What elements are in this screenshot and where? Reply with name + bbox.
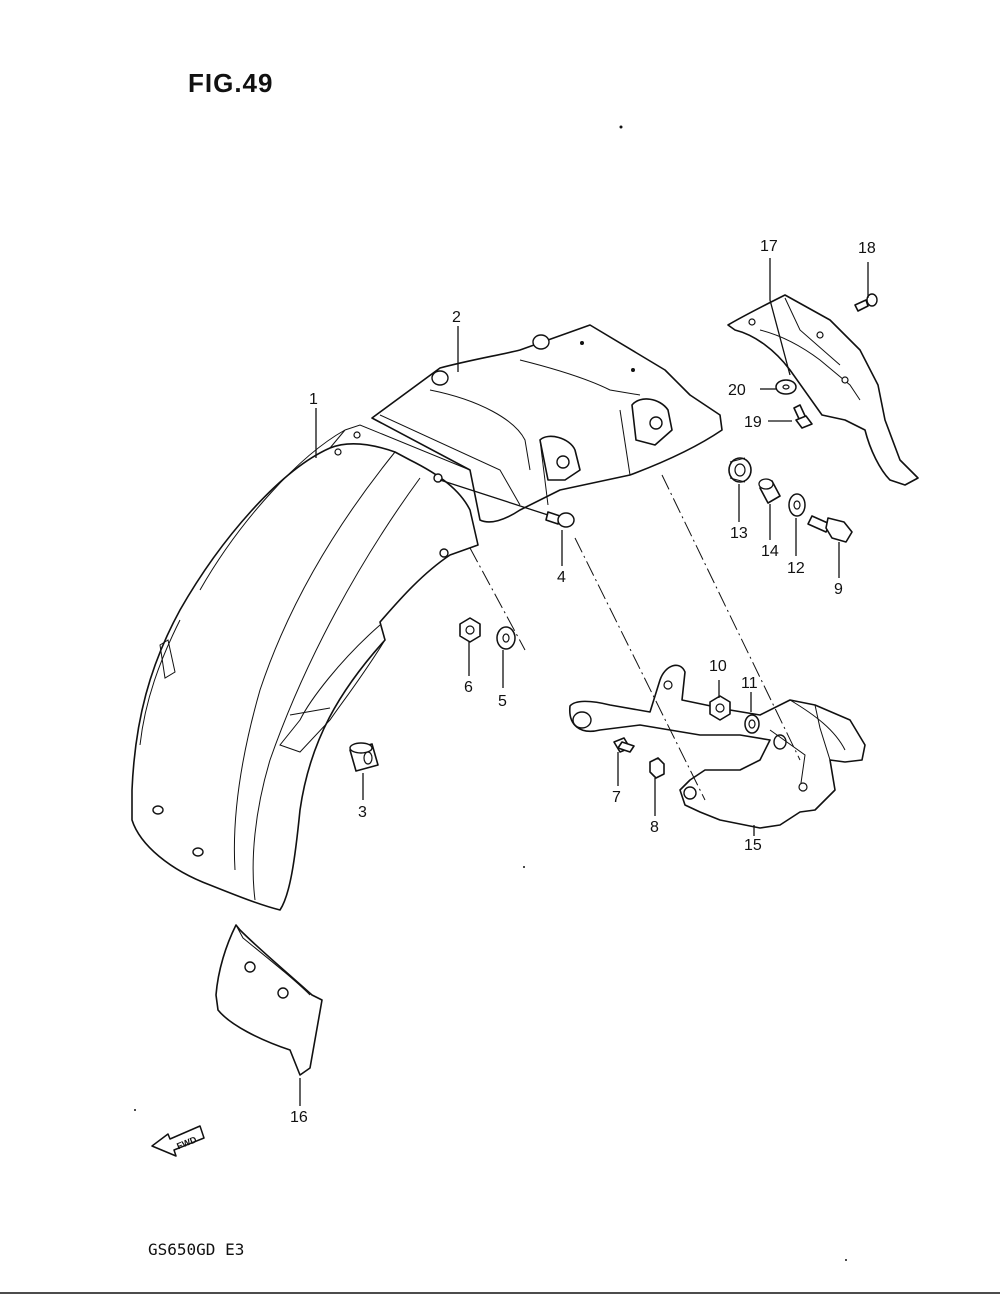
- callout-15: 15: [744, 837, 762, 854]
- screw-4: [545, 511, 575, 528]
- model-code: GS650GD E3: [148, 1240, 245, 1259]
- spacer-collar: [349, 742, 379, 772]
- rear-fender: [131, 424, 481, 911]
- callout-7: 7: [612, 789, 621, 806]
- callout-17: 17: [760, 238, 778, 255]
- leader-lines: [299, 258, 869, 1106]
- callout-9: 9: [834, 581, 843, 598]
- callout-16: 16: [290, 1109, 308, 1126]
- bolt-7: [613, 737, 635, 753]
- callout-labels: 1 2 3 4 5 6 7 8 9 10 11 12 13 14 15 16 1…: [290, 238, 876, 1126]
- callout-10: 10: [709, 658, 727, 675]
- callout-5: 5: [498, 693, 507, 710]
- screw-18: [854, 293, 878, 312]
- washer-5: [496, 626, 516, 650]
- callout-4: 4: [557, 569, 566, 586]
- grommet-13: [728, 457, 752, 483]
- bolt-19: [793, 404, 813, 429]
- callout-8: 8: [650, 819, 659, 836]
- fender-upper-housing: [371, 324, 723, 523]
- scan-specks: [134, 125, 847, 1261]
- rear-bracket: [569, 664, 866, 829]
- washer-11: [744, 714, 760, 734]
- callout-11: 11: [741, 675, 758, 692]
- callout-19: 19: [744, 414, 762, 431]
- callout-12: 12: [787, 560, 805, 577]
- nut-8: [649, 757, 665, 779]
- forward-arrow-icon: FWD: [151, 1125, 205, 1157]
- callout-2: 2: [452, 309, 461, 326]
- callout-1: 1: [309, 391, 318, 408]
- callout-13: 13: [730, 525, 748, 542]
- nut-10: [709, 695, 731, 721]
- bolt-9: [807, 515, 853, 543]
- mud-flap: [215, 924, 323, 1076]
- washer-12: [788, 493, 806, 517]
- figure-title: FIG.49: [188, 68, 274, 98]
- callout-6: 6: [464, 679, 473, 696]
- washer-20: [775, 379, 797, 395]
- nut-6: [459, 617, 481, 643]
- callout-3: 3: [358, 804, 367, 821]
- callout-18: 18: [858, 240, 876, 257]
- bracket-cover: [727, 294, 919, 486]
- callout-20: 20: [728, 382, 746, 399]
- collar-14: [758, 478, 781, 504]
- callout-14: 14: [761, 543, 779, 560]
